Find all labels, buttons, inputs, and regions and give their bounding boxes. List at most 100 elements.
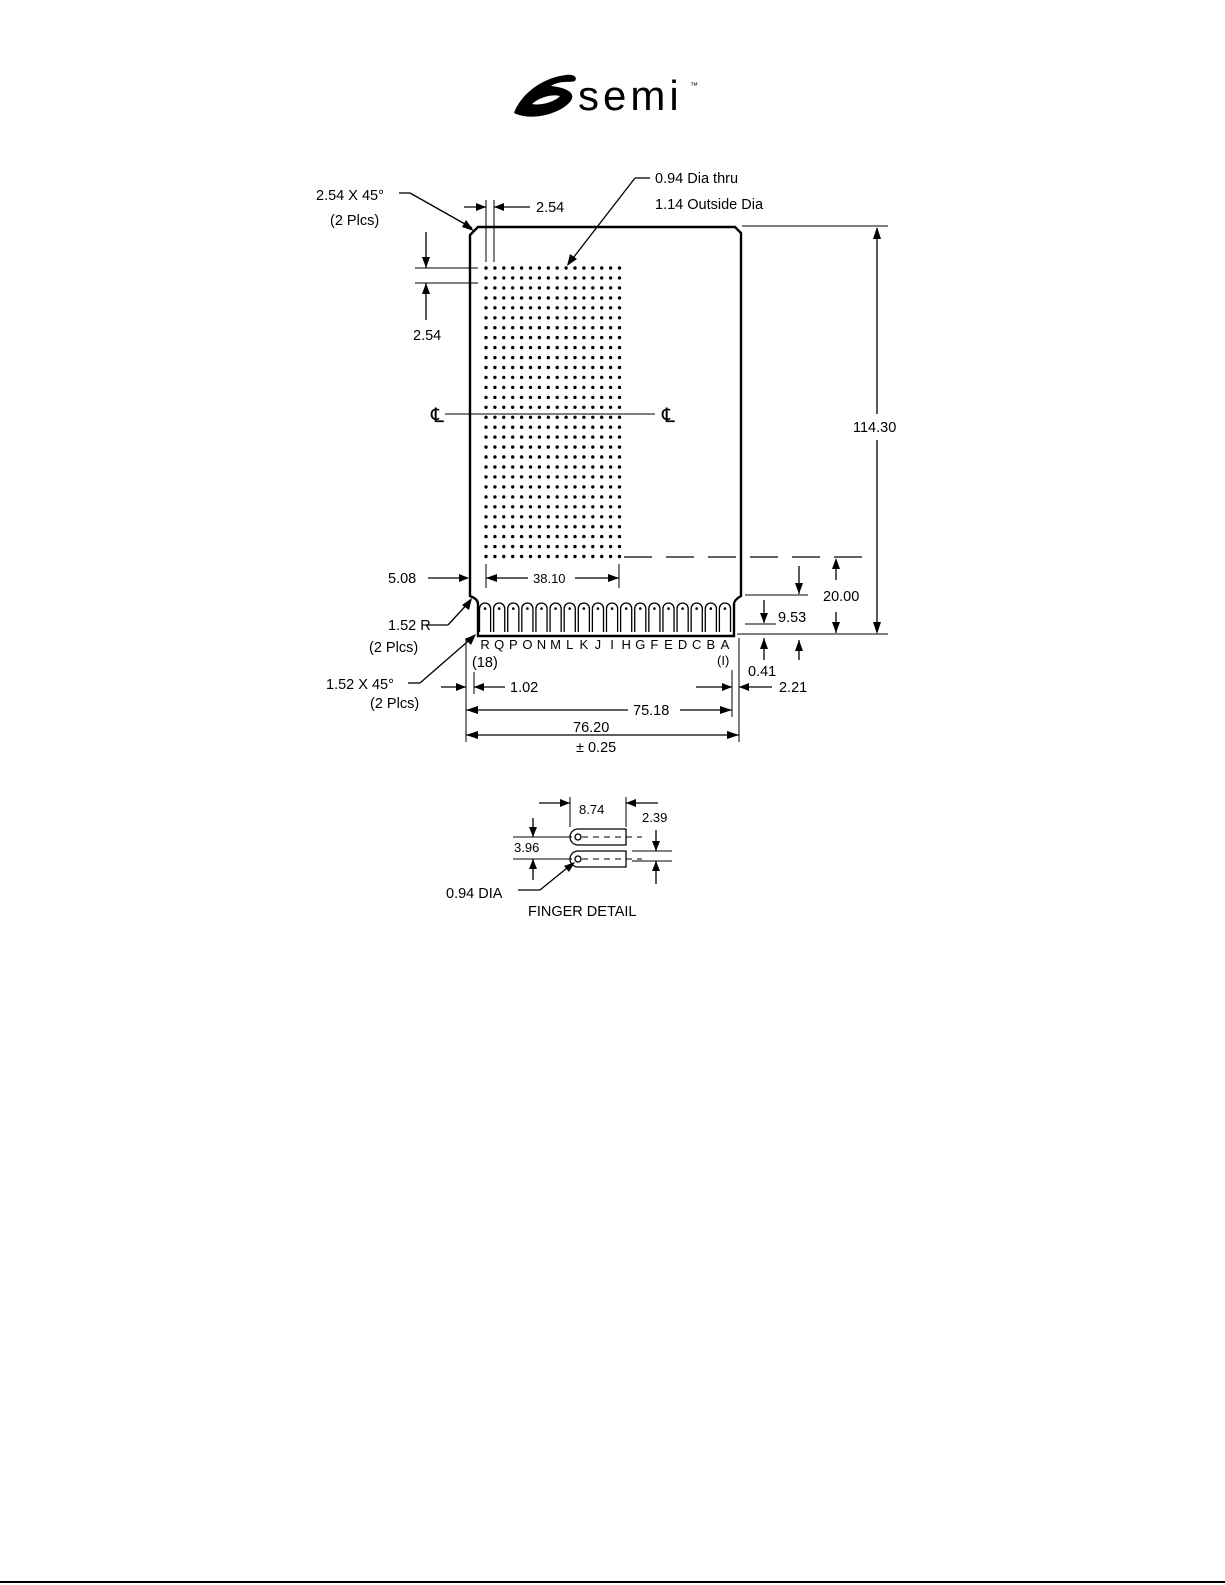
hole: [502, 435, 505, 438]
hole: [582, 266, 585, 269]
hole: [573, 296, 576, 299]
hole: [511, 505, 514, 508]
hole: [573, 535, 576, 538]
hole: [573, 445, 576, 448]
hole: [529, 515, 532, 518]
hole: [564, 485, 567, 488]
finger-letter: L: [566, 637, 573, 652]
hole: [493, 276, 496, 279]
hole: [609, 366, 612, 369]
hole: [484, 465, 487, 468]
hole: [502, 515, 505, 518]
hole: [564, 316, 567, 319]
hole: [591, 525, 594, 528]
tolerance-label: ± 0.25: [576, 740, 616, 756]
hole: [484, 366, 487, 369]
board-width-label: 76.20: [573, 720, 609, 736]
finger-letter: P: [509, 637, 518, 652]
finger-letter: E: [664, 637, 673, 652]
hole: [556, 296, 559, 299]
edge-offset-label: 5.08: [388, 571, 416, 587]
hole: [556, 465, 559, 468]
hole: [493, 376, 496, 379]
hole: [547, 376, 550, 379]
hole: [484, 276, 487, 279]
hole: [618, 346, 621, 349]
finger-hole: [597, 607, 600, 610]
hole: [511, 366, 514, 369]
hole: [484, 455, 487, 458]
chamfer-top-leader: [410, 193, 472, 228]
hole: [573, 515, 576, 518]
hole: [538, 535, 541, 538]
finger-hole: [484, 607, 487, 610]
hole: [493, 406, 496, 409]
hole: [591, 276, 594, 279]
hole: [564, 386, 567, 389]
hole: [493, 326, 496, 329]
hole: [618, 475, 621, 478]
hole: [502, 376, 505, 379]
hole: [538, 485, 541, 488]
finger-letter: Q: [494, 637, 504, 652]
hole: [520, 306, 523, 309]
hole: [538, 505, 541, 508]
hole: [573, 386, 576, 389]
hole: [609, 485, 612, 488]
hole: [529, 525, 532, 528]
hole: [502, 545, 505, 548]
hole: [484, 346, 487, 349]
hole: [591, 475, 594, 478]
hole: [609, 545, 612, 548]
board-outline: [470, 227, 741, 636]
hole: [520, 286, 523, 289]
hole: [591, 535, 594, 538]
hole: [520, 545, 523, 548]
finger-detail-caption: FINGER DETAIL: [528, 904, 637, 920]
hole: [547, 445, 550, 448]
hole: [582, 306, 585, 309]
arrowhead: [422, 283, 430, 294]
hole: [556, 435, 559, 438]
hole: [529, 346, 532, 349]
hole: [618, 465, 621, 468]
hole: [609, 346, 612, 349]
hole: [529, 535, 532, 538]
hole: [547, 346, 550, 349]
hole: [556, 555, 559, 558]
pin-first-number: (I): [717, 653, 729, 668]
hole: [538, 386, 541, 389]
hole: [573, 505, 576, 508]
hole: [591, 396, 594, 399]
finger-letter: G: [635, 637, 645, 652]
hole: [591, 416, 594, 419]
hole: [520, 296, 523, 299]
hole: [493, 306, 496, 309]
hole: [609, 276, 612, 279]
hole: [600, 475, 603, 478]
hole: [547, 426, 550, 429]
hole: [609, 445, 612, 448]
hole: [618, 396, 621, 399]
arrowhead: [873, 622, 881, 634]
detail-hole-label: 0.94 DIA: [446, 886, 503, 902]
hole: [600, 545, 603, 548]
hole: [556, 505, 559, 508]
hole: [520, 276, 523, 279]
hole: [573, 286, 576, 289]
arrowhead: [626, 799, 636, 807]
hole: [547, 435, 550, 438]
hole: [618, 515, 621, 518]
hole: [609, 416, 612, 419]
hole: [600, 366, 603, 369]
finger-letters: RQPONMLKJIHGFEDCBA: [480, 637, 729, 652]
hole: [582, 366, 585, 369]
finger-detail: 8.74 2.39 3.96 0.94 DIA FINGER DETAIL: [446, 797, 672, 920]
finger-letter: F: [650, 637, 658, 652]
hole: [520, 426, 523, 429]
hole: [493, 525, 496, 528]
hole: [502, 426, 505, 429]
hole: [556, 475, 559, 478]
hole: [591, 555, 594, 558]
hole: [511, 346, 514, 349]
